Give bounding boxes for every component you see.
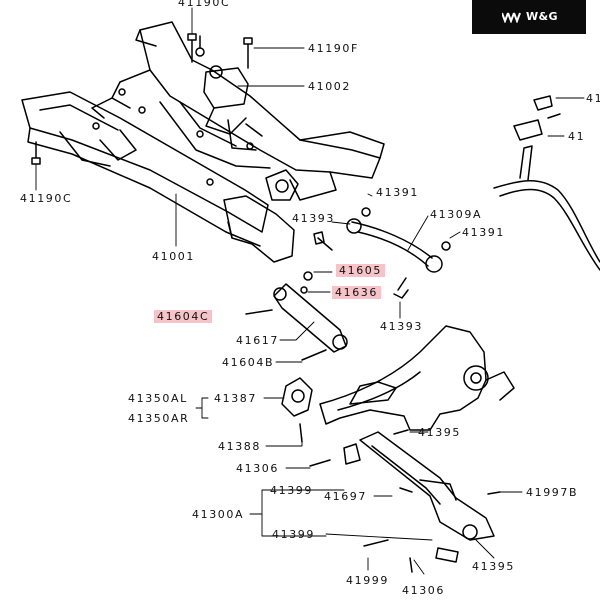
part-label-41393-lower: 41393 [380, 320, 423, 333]
part-label-41999: 41999 [346, 574, 389, 587]
crossmember-side-rail [139, 21, 381, 179]
part-label-41190c-left: 41190C [20, 192, 73, 205]
part-label-41697: 41697 [324, 490, 367, 503]
triple-chevron-logo-icon [502, 12, 521, 23]
arm-mount-bracket [223, 195, 295, 263]
part-label-41309a: 41309A [430, 208, 483, 221]
part-label-41617: 41617 [236, 334, 279, 347]
part-label-41388: 41388 [218, 440, 261, 453]
lateral-link-upper [351, 221, 433, 259]
part-label-41306-lower: 41306 [402, 584, 445, 597]
part-label-cut-top: 41 [586, 92, 600, 105]
part-label-41399-upper: 41399 [270, 484, 313, 497]
part-label-41002: 41002 [308, 80, 351, 93]
bushing-upper [265, 169, 299, 201]
bushing-41350 [281, 377, 313, 417]
part-label-41391-right: 41391 [462, 226, 505, 239]
part-label-41636-highlighted: 41636 [332, 286, 381, 299]
part-label-41399-lower: 41399 [272, 528, 315, 541]
part-label-41350ar: 41350AR [128, 412, 190, 425]
part-label-41395-upper: 41395 [418, 426, 461, 439]
part-label-41395-lower: 41395 [472, 560, 515, 573]
part-label-41604b: 41604B [222, 356, 275, 369]
part-label-41300a: 41300A [192, 508, 245, 521]
part-label-41605-highlighted: 41605 [336, 264, 385, 277]
brand-name: W&G [526, 10, 558, 23]
part-label-41190c-top: 41190C [178, 0, 231, 9]
part-label-cut-right: 41 [568, 130, 586, 143]
part-label-41306-upper: 41306 [236, 462, 279, 475]
part-label-41190f: 41190F [308, 42, 359, 55]
part-label-41001: 41001 [152, 250, 195, 263]
part-label-41604c-highlighted: 41604C [154, 310, 213, 323]
lower-arm [359, 431, 495, 541]
part-label-41393-upper: 41393 [292, 212, 335, 225]
part-label-41997b: 41997B [526, 486, 579, 499]
part-label-41391-upper: 41391 [376, 186, 419, 199]
brand-badge: W&G [472, 0, 586, 34]
trailing-arm [319, 325, 487, 431]
stabilizer-bar [493, 180, 600, 263]
mount-bracket [203, 67, 249, 109]
part-label-41387: 41387 [214, 392, 257, 405]
crossmember-frame [21, 91, 269, 233]
part-label-41350al: 41350AL [128, 392, 188, 405]
